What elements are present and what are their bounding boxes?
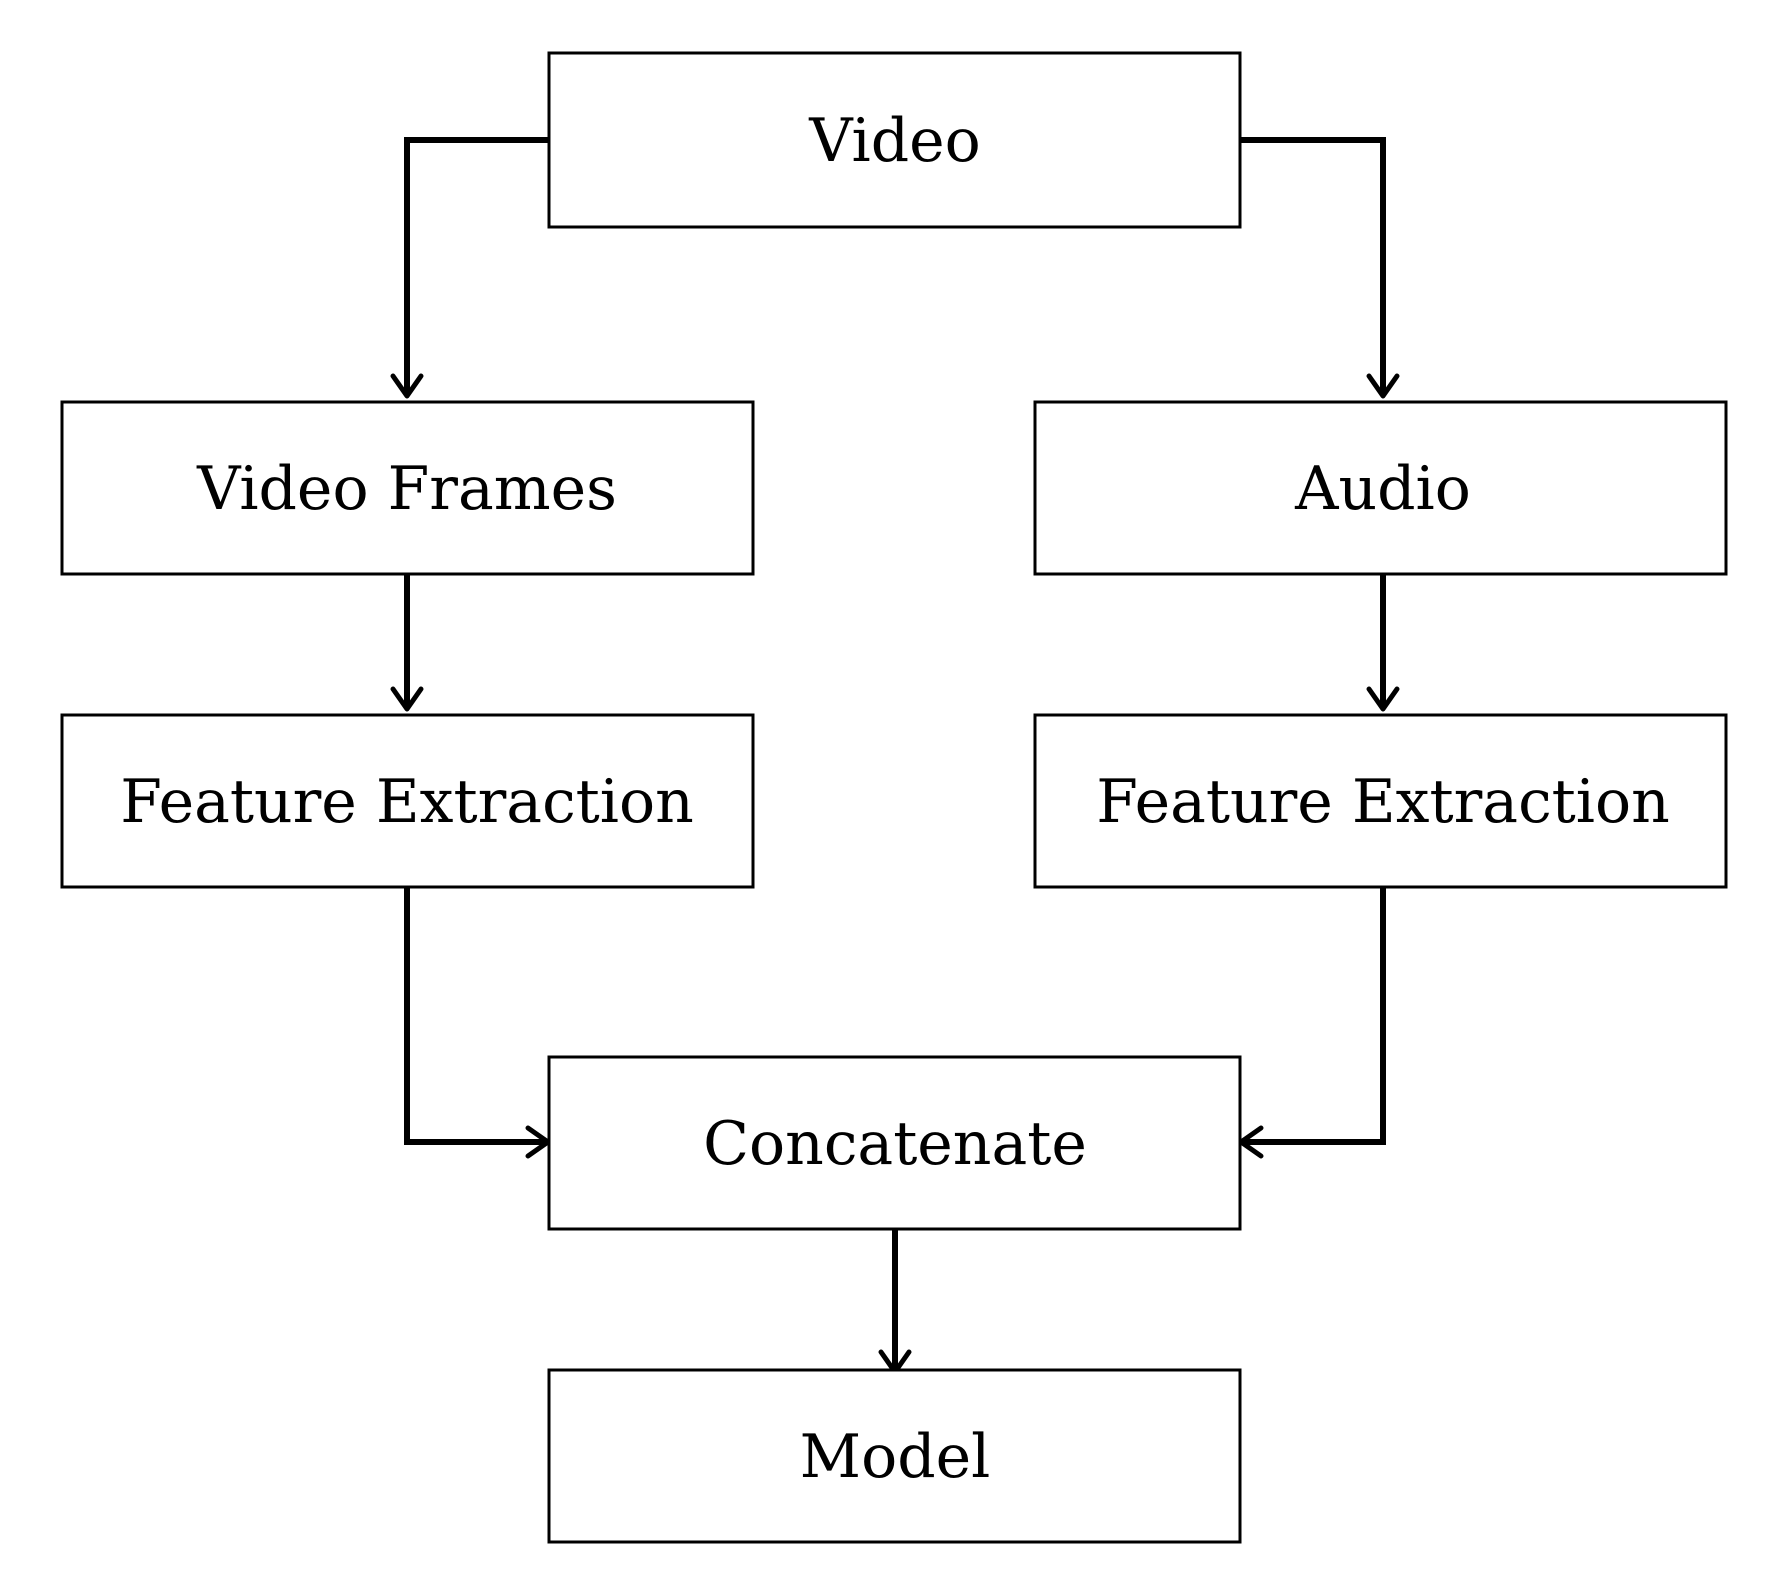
arrowhead-audio	[1366, 373, 1400, 399]
edge-feature-extraction-left-to-concatenate	[404, 887, 546, 1145]
node-box	[547, 51, 1242, 229]
node-label: Audio	[1294, 454, 1471, 524]
node-model: Model	[547, 1368, 1242, 1544]
node-label: Concatenate	[703, 1109, 1087, 1179]
node-audio: Audio	[1033, 400, 1728, 576]
node-video-frames: Video Frames	[60, 400, 755, 576]
node-box	[60, 400, 755, 576]
node-label: Video Frames	[196, 454, 617, 524]
node-video: Video	[547, 51, 1242, 229]
arrowhead-feature-extraction-left	[390, 686, 424, 712]
node-box	[1033, 400, 1728, 576]
edge-video-to-video-frames	[404, 137, 549, 394]
node-box	[547, 1368, 1242, 1544]
node-label: Feature Extraction	[120, 767, 694, 837]
node-label: Model	[800, 1422, 991, 1492]
node-box	[1033, 713, 1728, 889]
edge-feature-extraction-right-to-concatenate	[1243, 887, 1386, 1145]
node-feature-extraction-audio: Feature Extraction	[1033, 713, 1728, 889]
node-box	[60, 713, 755, 889]
node-feature-extraction-video: Feature Extraction	[60, 713, 755, 889]
arrowhead-feature-extraction-right	[1366, 686, 1400, 712]
edge-video-to-audio	[1240, 137, 1386, 394]
node-label: Video	[808, 106, 981, 176]
node-concatenate: Concatenate	[547, 1055, 1242, 1231]
arrowhead-video-frames	[390, 373, 424, 399]
node-box	[547, 1055, 1242, 1231]
node-label: Feature Extraction	[1096, 767, 1670, 837]
